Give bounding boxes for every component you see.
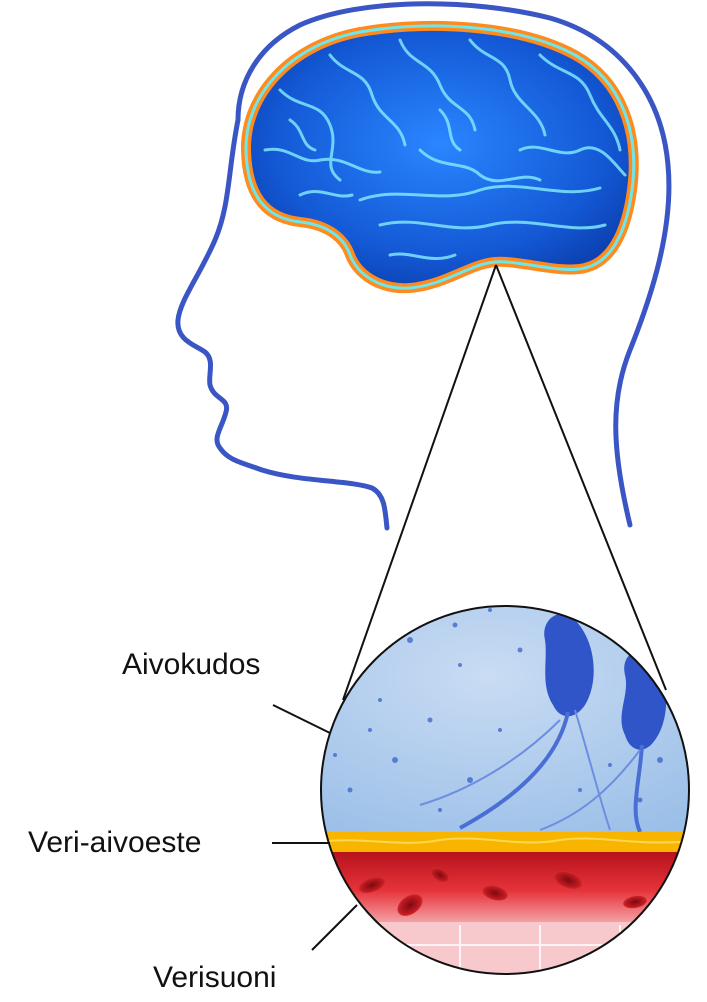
label-brain-tissue: Aivokudos <box>122 650 260 680</box>
brain-icon <box>246 26 634 288</box>
label-blood-brain-barrier: Veri-aivoeste <box>28 828 201 858</box>
label-blood-vessel: Verisuoni <box>153 963 276 993</box>
